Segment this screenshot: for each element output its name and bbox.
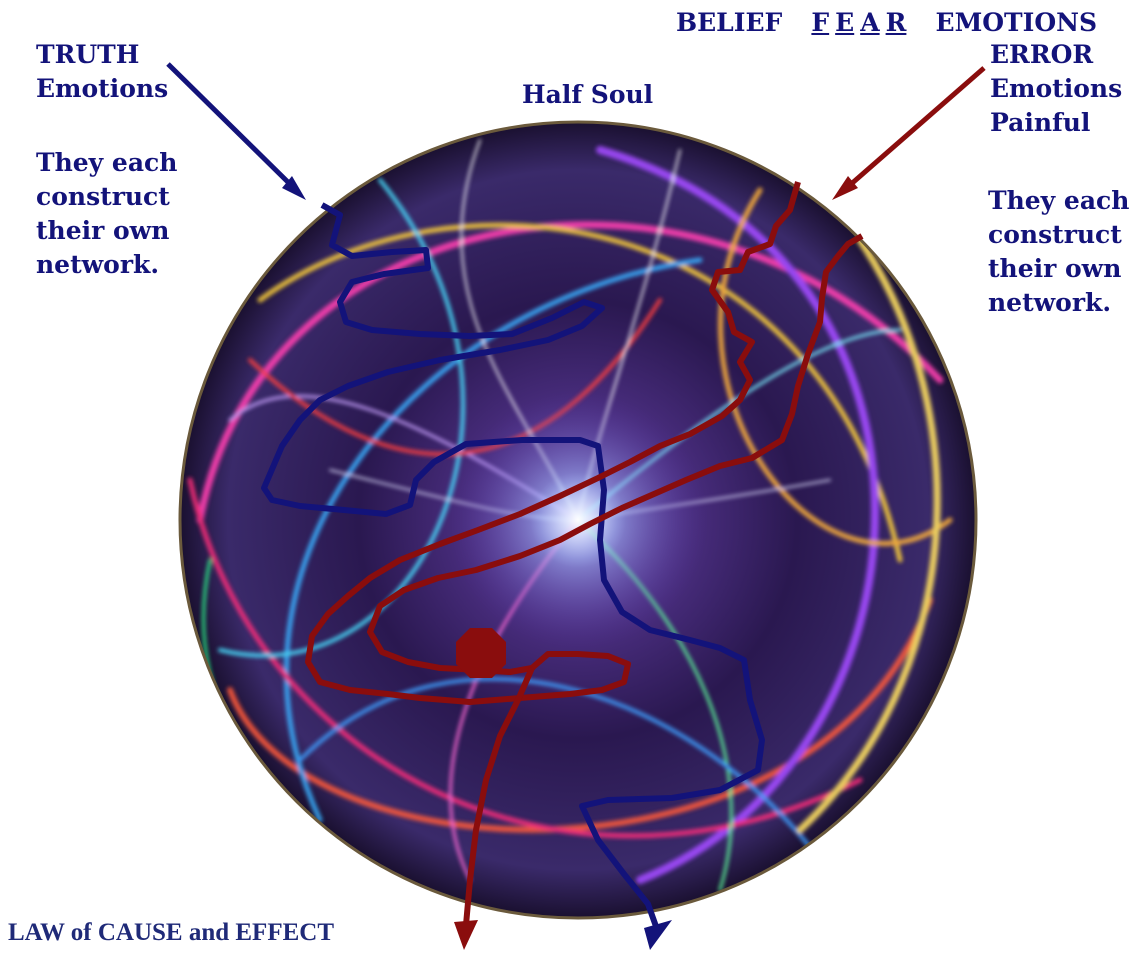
truth-label-line2: Emotions xyxy=(36,72,168,106)
fear-letter-e: E xyxy=(835,8,854,37)
law-caption: LAW of CAUSE and EFFECT xyxy=(8,916,334,950)
error-label-line1: ERROR xyxy=(990,38,1122,72)
fear-letter-a: A xyxy=(860,8,879,37)
origin-octagon-icon xyxy=(456,628,506,678)
truth-pointer-arrow xyxy=(168,64,296,190)
truth-network-note: They each construct their own network. xyxy=(36,146,177,282)
truth-label-line1: TRUTH xyxy=(36,38,168,72)
fear-letter-r: R xyxy=(886,8,907,37)
truth-arrowhead-bottom xyxy=(644,920,672,950)
truth-label: TRUTH Emotions xyxy=(36,38,168,106)
error-label-line2: Emotions xyxy=(990,72,1122,106)
error-arrowhead-bottom xyxy=(454,920,478,950)
truth-note-line2: construct xyxy=(36,180,177,214)
error-network-note: They each construct their own network. xyxy=(988,184,1129,320)
error-label-line3: Painful xyxy=(990,106,1122,140)
error-label: ERROR Emotions Painful xyxy=(990,38,1122,140)
error-note-line3: their own xyxy=(988,252,1129,286)
half-soul-title: Half Soul xyxy=(522,78,653,112)
truth-note-line3: their own xyxy=(36,214,177,248)
truth-note-line4: network. xyxy=(36,248,177,282)
error-pointer-arrow xyxy=(842,68,984,192)
truth-note-line1: They each xyxy=(36,146,177,180)
heading-emotions: EMOTIONS xyxy=(936,8,1098,37)
fear-letter-f: F xyxy=(811,8,829,37)
error-note-line2: construct xyxy=(988,218,1129,252)
error-note-line1: They each xyxy=(988,184,1129,218)
heading-belief: BELIEF xyxy=(676,8,782,37)
error-note-line4: network. xyxy=(988,286,1129,320)
